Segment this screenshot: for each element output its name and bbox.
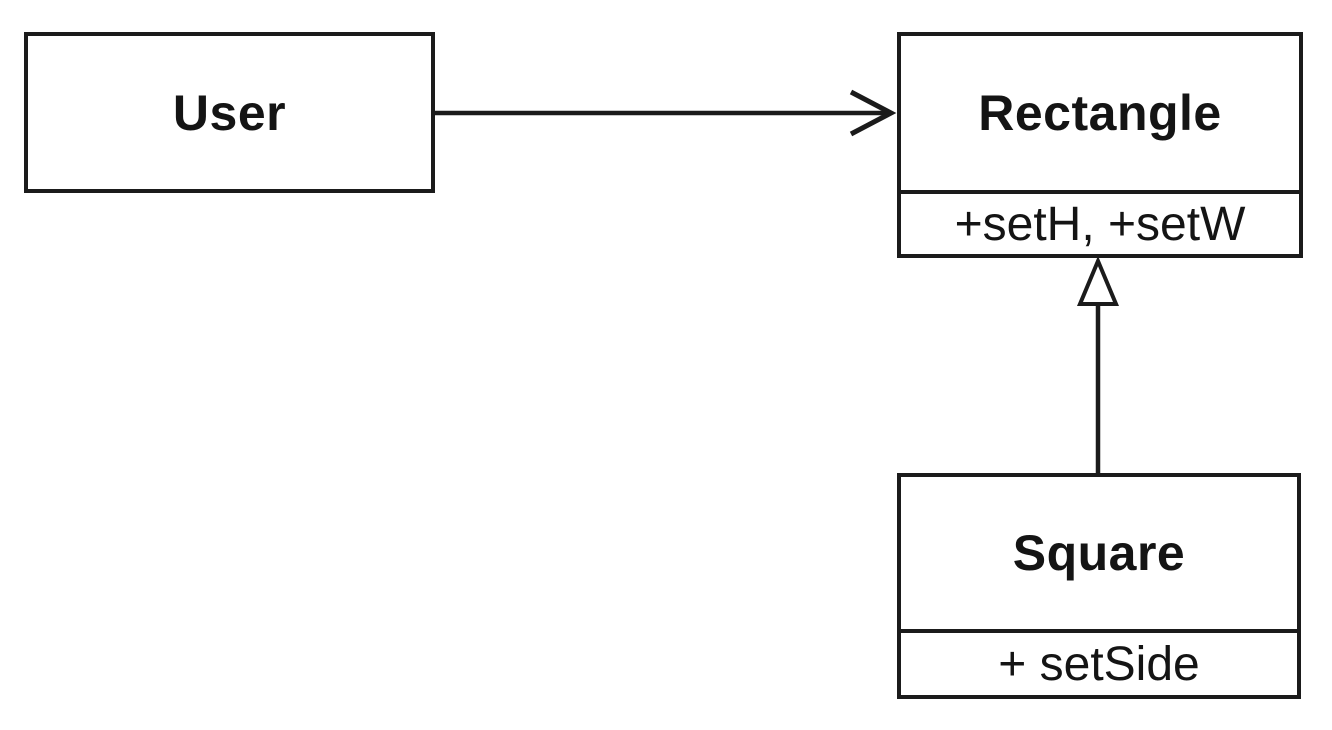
class-box-square: Square + setSide: [897, 473, 1301, 699]
hollow-triangle-icon: [1076, 255, 1120, 306]
class-name-square: Square: [1012, 525, 1186, 581]
class-box-user: User: [24, 32, 435, 193]
class-methods-rectangle: +setH, +setW: [901, 190, 1299, 254]
class-name-user: User: [172, 84, 287, 141]
class-name-rectangle: Rectangle: [978, 85, 1222, 141]
class-box-rectangle: Rectangle +setH, +setW: [897, 32, 1303, 258]
class-methods-square: + setSide: [901, 629, 1297, 695]
open-arrowhead-icon: [849, 89, 897, 137]
